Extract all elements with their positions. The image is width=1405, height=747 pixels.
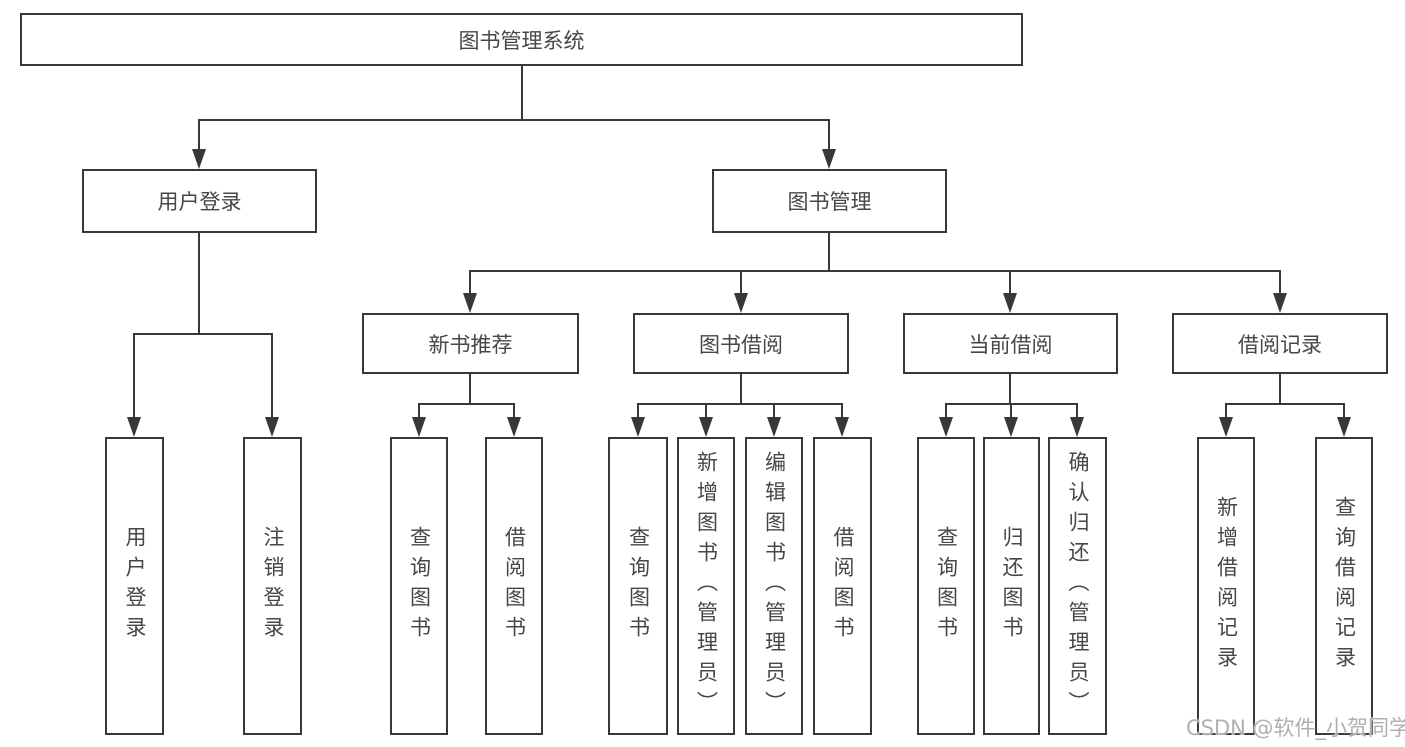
node-leaf-user-login: 用户登录 (105, 437, 164, 735)
node-leaf-return-books-label: 归还图书 (1000, 526, 1025, 646)
connector-vline (271, 333, 273, 421)
connector-hline (470, 270, 1280, 272)
connector-vline (828, 233, 830, 272)
node-leaf-edit-books-admin: 编辑图书（管理员） (745, 437, 803, 735)
connector-vline (740, 270, 742, 296)
node-new-book-recommend: 新书推荐 (362, 313, 579, 374)
node-book-management-label: 图书管理 (787, 190, 872, 214)
connector-vline (1076, 403, 1078, 421)
connector-hline (199, 119, 830, 121)
node-leaf-query-borrow-record: 查询借阅记录 (1315, 437, 1373, 735)
arrow-down-icon (822, 149, 836, 169)
node-leaf-confirm-return-admin: 确认归还（管理员） (1048, 437, 1107, 735)
node-leaf-query-books-3-label: 查询图书 (934, 526, 959, 646)
node-leaf-query-books-3: 查询图书 (917, 437, 975, 735)
arrow-down-icon (1070, 417, 1084, 437)
node-borrowing-records: 借阅记录 (1172, 313, 1388, 374)
node-leaf-return-books: 归还图书 (983, 437, 1040, 735)
node-root: 图书管理系统 (20, 13, 1023, 66)
connector-vline (841, 403, 843, 421)
arrow-down-icon (1219, 417, 1233, 437)
node-leaf-logout-label: 注销登录 (261, 526, 286, 646)
node-leaf-add-books-admin: 新增图书（管理员） (677, 437, 735, 735)
connector-vline (828, 119, 830, 155)
arrow-down-icon (835, 417, 849, 437)
node-new-book-recommend-label: 新书推荐 (428, 332, 513, 357)
node-leaf-user-login-label: 用户登录 (123, 526, 148, 646)
connector-vline (198, 233, 200, 335)
connector-vline (1343, 403, 1345, 421)
node-leaf-add-borrow-record-label: 新增借阅记录 (1214, 496, 1239, 676)
node-root-label: 图书管理系统 (458, 28, 585, 53)
arrow-down-icon (734, 293, 748, 313)
connector-vline (1010, 403, 1012, 421)
connector-hline (134, 333, 273, 335)
node-current-borrowing-label: 当前借阅 (968, 332, 1053, 357)
node-leaf-borrow-books-2-label: 借阅图书 (831, 526, 856, 646)
node-current-borrowing: 当前借阅 (903, 313, 1118, 374)
connector-vline (945, 403, 947, 421)
arrow-down-icon (939, 417, 953, 437)
arrow-down-icon (507, 417, 521, 437)
node-leaf-borrow-books-1-label: 借阅图书 (502, 526, 527, 646)
arrow-down-icon (1273, 293, 1287, 313)
node-user-login: 用户登录 (82, 169, 317, 233)
connector-vline (469, 374, 471, 405)
connector-vline (521, 66, 523, 121)
watermark: CSDN @软件_小贺同学 (1186, 716, 1405, 740)
connector-vline (740, 374, 742, 405)
connector-hline (946, 403, 1078, 405)
node-leaf-borrow-books-2: 借阅图书 (813, 437, 872, 735)
node-leaf-query-books-1-label: 查询图书 (407, 526, 432, 646)
connector-vline (1009, 270, 1011, 296)
node-borrowing-records-label: 借阅记录 (1238, 332, 1322, 357)
connector-vline (198, 119, 200, 155)
connector-vline (418, 403, 420, 421)
arrow-down-icon (767, 417, 781, 437)
node-user-login-label: 用户登录 (157, 190, 242, 214)
node-book-management: 图书管理 (712, 169, 947, 233)
connector-vline (1009, 374, 1011, 405)
arrow-down-icon (699, 417, 713, 437)
connector-hline (1226, 403, 1345, 405)
connector-hline (638, 403, 843, 405)
arrow-down-icon (1004, 417, 1018, 437)
node-leaf-query-books-2: 查询图书 (608, 437, 668, 735)
node-leaf-confirm-return-admin-label: 确认归还（管理员） (1066, 451, 1091, 721)
arrow-down-icon (412, 417, 426, 437)
node-leaf-add-books-admin-label: 新增图书（管理员） (694, 451, 719, 721)
arrow-down-icon (192, 149, 206, 169)
arrow-down-icon (463, 293, 477, 313)
connector-vline (705, 403, 707, 421)
node-leaf-query-books-2-label: 查询图书 (626, 526, 651, 646)
node-leaf-logout: 注销登录 (243, 437, 302, 735)
connector-vline (637, 403, 639, 421)
connector-vline (1279, 374, 1281, 405)
connector-vline (133, 333, 135, 421)
node-leaf-borrow-books-1: 借阅图书 (485, 437, 543, 735)
node-book-borrowing: 图书借阅 (633, 313, 849, 374)
connector-vline (1225, 403, 1227, 421)
arrow-down-icon (265, 417, 279, 437)
node-leaf-query-books-1: 查询图书 (390, 437, 448, 735)
connector-vline (513, 403, 515, 421)
arrow-down-icon (127, 417, 141, 437)
node-book-borrowing-label: 图书借阅 (699, 332, 783, 357)
node-leaf-add-borrow-record: 新增借阅记录 (1197, 437, 1255, 735)
connector-vline (773, 403, 775, 421)
node-leaf-query-borrow-record-label: 查询借阅记录 (1332, 496, 1357, 676)
connector-vline (469, 270, 471, 296)
arrow-down-icon (1337, 417, 1351, 437)
node-leaf-edit-books-admin-label: 编辑图书（管理员） (762, 451, 787, 721)
arrow-down-icon (631, 417, 645, 437)
arrow-down-icon (1003, 293, 1017, 313)
connector-vline (1279, 270, 1281, 296)
connector-hline (419, 403, 515, 405)
